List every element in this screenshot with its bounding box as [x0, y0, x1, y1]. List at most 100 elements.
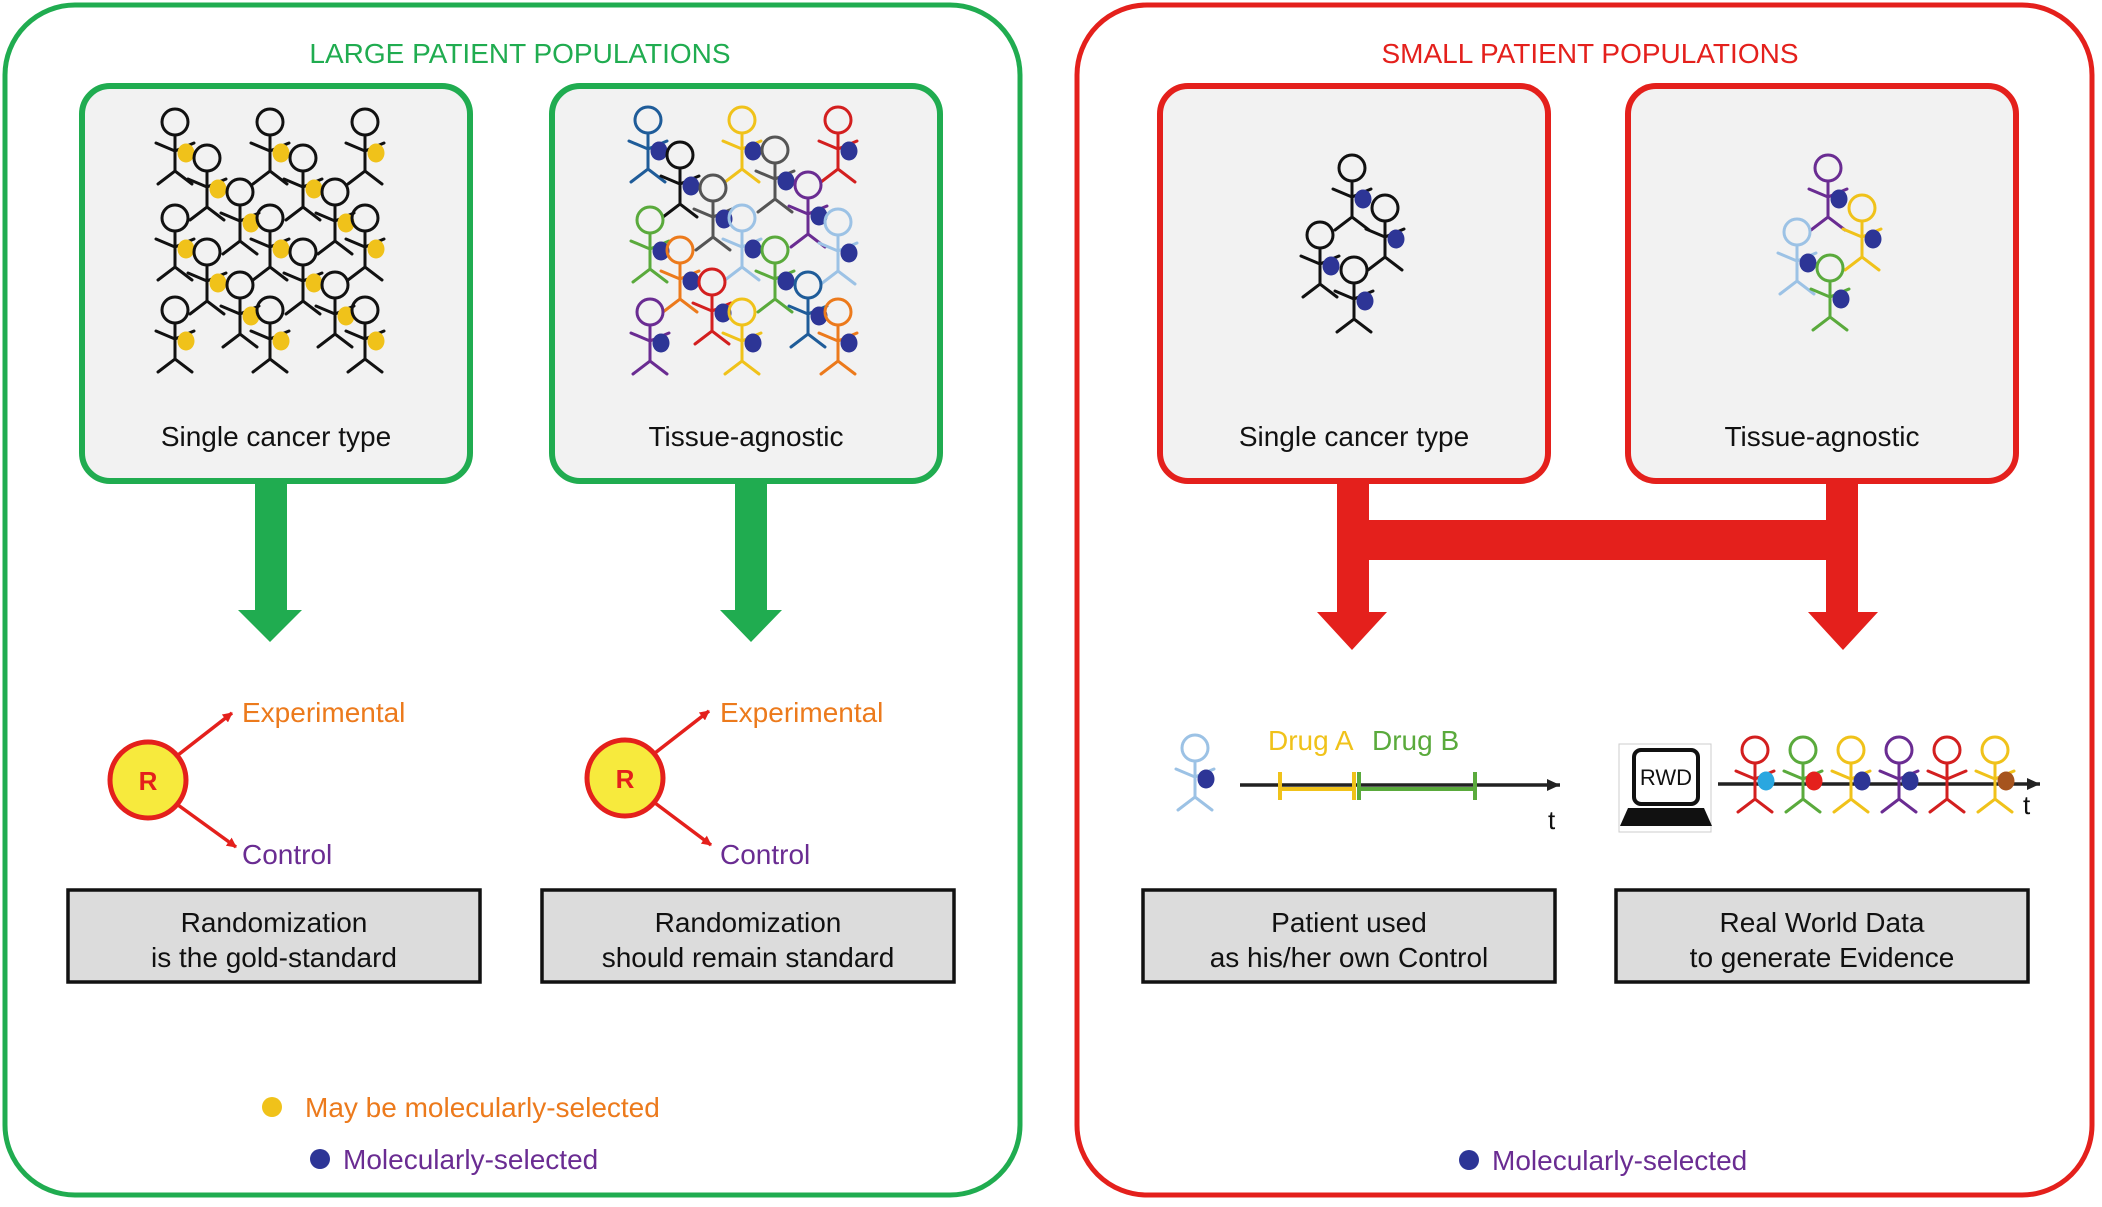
randomization-letter-2: R — [616, 764, 635, 794]
legend-yellow-dot — [262, 1097, 282, 1117]
patient-figure — [344, 203, 386, 282]
patient-figure — [721, 297, 763, 376]
small-populations-title: SMALL PATIENT POPULATIONS — [1382, 38, 1799, 69]
patient-figure — [1782, 735, 1824, 814]
patient-figure — [314, 270, 356, 349]
control-label-1: Control — [242, 839, 332, 870]
patient-figure — [721, 105, 763, 184]
result-gold-line1: Randomization — [181, 907, 368, 938]
marker-dot — [1197, 769, 1215, 789]
drug-b-label: Drug B — [1372, 725, 1459, 756]
legend-navy-dot-right — [1459, 1150, 1479, 1170]
patient-figure — [721, 203, 763, 282]
marker-dot — [840, 243, 858, 263]
patient-figure — [787, 270, 829, 349]
patient-figure — [1830, 735, 1872, 814]
result-gold-line2: is the gold-standard — [151, 942, 397, 973]
patient-figure — [627, 105, 669, 184]
marker-dot — [744, 239, 762, 259]
result-box-own-control — [1141, 888, 1557, 984]
result-box-gold-standard — [66, 888, 482, 984]
result-rwd-line2: to generate Evidence — [1690, 942, 1955, 973]
marker-dot — [652, 333, 670, 353]
marker-dot — [652, 241, 670, 261]
marker-dot — [367, 143, 385, 163]
patient-figure — [282, 237, 324, 316]
drug-a-label: Drug A — [1268, 725, 1354, 756]
patient-figure — [817, 105, 859, 184]
experimental-label-2: Experimental — [720, 697, 883, 728]
marker-dot — [1864, 229, 1882, 249]
marker-dot — [1853, 771, 1871, 791]
red-bracket-arrows — [1317, 484, 1878, 650]
patient-figure — [1776, 217, 1818, 296]
experimental-label-1: Experimental — [242, 697, 405, 728]
patient-figure-own-control — [1174, 733, 1216, 812]
patient-figure — [787, 170, 829, 249]
patient-figure — [249, 295, 291, 374]
patient-figure — [219, 270, 261, 349]
marker-dot — [810, 206, 828, 226]
randomization-letter-1: R — [139, 766, 158, 796]
tissue-agnostic-box-left — [549, 83, 943, 484]
patient-figure — [659, 235, 701, 314]
result-box-remain-standard — [540, 888, 956, 984]
randomization-circle-1 — [107, 739, 189, 821]
patient-figure — [691, 267, 733, 346]
patient-figures-single-large — [154, 107, 386, 374]
time-axis-label-2: t — [2023, 790, 2031, 820]
marker-dot — [1354, 189, 1372, 209]
patient-figures-single-small — [1299, 153, 1406, 334]
marker-dot — [650, 141, 668, 161]
patient-figure — [314, 177, 356, 256]
patient-figure — [1364, 193, 1406, 272]
marker-dot — [1322, 256, 1340, 276]
marker-dot — [682, 271, 700, 291]
result-remain-line1: Randomization — [655, 907, 842, 938]
patient-figure — [1734, 735, 1776, 814]
legend-selected-right: Molecularly-selected — [1492, 1145, 1747, 1176]
patient-figure — [249, 107, 291, 186]
patient-figure — [344, 107, 386, 186]
patient-figure — [1841, 193, 1883, 272]
large-populations-title: LARGE PATIENT POPULATIONS — [309, 38, 730, 69]
marker-dot — [272, 239, 290, 259]
patient-figure — [1974, 735, 2016, 814]
patient-figure — [154, 107, 196, 186]
patient-figure — [219, 177, 261, 256]
legend-may-be-selected: May be molecularly-selected — [305, 1092, 660, 1123]
marker-dot — [272, 331, 290, 351]
single-cancer-box-left — [79, 83, 473, 484]
result-box-real-world-data — [1614, 888, 2030, 984]
marker-dot — [1901, 771, 1919, 791]
patient-figure — [817, 207, 859, 286]
marker-dot — [1805, 771, 1823, 791]
control-label-2: Control — [720, 839, 810, 870]
rwd-label: RWD — [1640, 765, 1692, 790]
legend-navy-dot-left — [310, 1149, 330, 1169]
patient-figure — [1333, 255, 1375, 334]
marker-dot — [840, 141, 858, 161]
marker-dot — [305, 273, 323, 293]
marker-dot — [1799, 253, 1817, 273]
patient-figure — [659, 140, 701, 219]
marker-dot — [744, 333, 762, 353]
marker-dot — [1387, 229, 1405, 249]
patient-figure — [1331, 153, 1373, 232]
marker-dot — [777, 271, 795, 291]
marker-dot — [242, 306, 260, 326]
green-arrow-left — [238, 484, 302, 642]
marker-dot — [177, 331, 195, 351]
result-own-control-line2: as his/her own Control — [1210, 942, 1489, 973]
marker-dot — [209, 273, 227, 293]
marker-dot — [272, 143, 290, 163]
single-cancer-label-left: Single cancer type — [161, 421, 391, 452]
tissue-agnostic-label-right: Tissue-agnostic — [1724, 421, 1919, 452]
marker-dot — [1997, 771, 2015, 791]
patient-figure — [1809, 253, 1851, 332]
result-rwd-line1: Real World Data — [1720, 907, 1925, 938]
patient-figure — [154, 295, 196, 374]
patient-figure — [754, 135, 796, 214]
patient-figure — [1878, 735, 1920, 814]
